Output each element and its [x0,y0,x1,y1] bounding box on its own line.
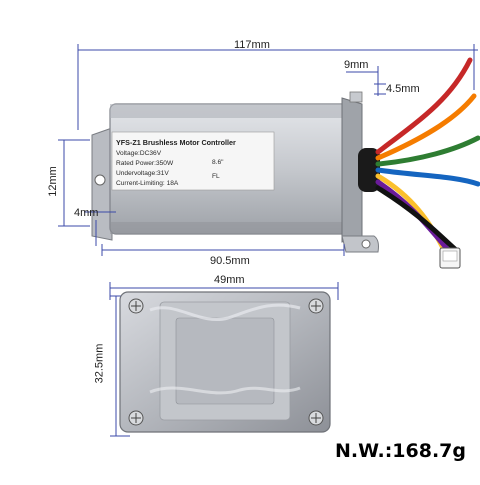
dimension-lines-bottom [109,282,339,437]
top-tab [349,91,363,103]
wire [375,93,477,161]
dim-connector-offset: 9mm [344,59,369,71]
dim-top-length: 117mm [234,39,270,51]
mounting-flange-right [341,235,379,253]
label-extra-2: FL [212,173,220,180]
label-voltage: Voltage:DC36V [116,150,162,157]
dim-width: 49mm [214,274,245,286]
dim-connector-height: 4.5mm [386,83,420,95]
mount-hole-left [94,174,106,186]
label-undervoltage: Undervoltage:31V [116,170,169,177]
wire [375,57,473,155]
net-weight: N.W.:168.7g [334,440,466,462]
wire [375,167,480,187]
label-rated-power: Rated Power:350W [116,160,174,167]
wire [375,185,459,253]
dimension-lines-top [58,44,478,256]
label-extra-1: 8.6" [212,159,224,166]
wire [375,135,480,167]
mount-hole-right [361,239,371,249]
dim-mount-width: 4mm [74,207,99,219]
spec-label [111,131,275,191]
dim-body-length: 90.5mm [210,255,250,267]
corner-screws [128,298,324,426]
dim-mount-height: 12mm [46,166,59,197]
wire-harness [375,57,480,255]
label-current-limiting: Current-Limiting: 18A [116,180,179,187]
dim-height: 32.5mm [93,343,106,384]
cable-boot [358,148,380,192]
label-title: YFS-Z1 Brushless Motor Controller [116,138,236,147]
